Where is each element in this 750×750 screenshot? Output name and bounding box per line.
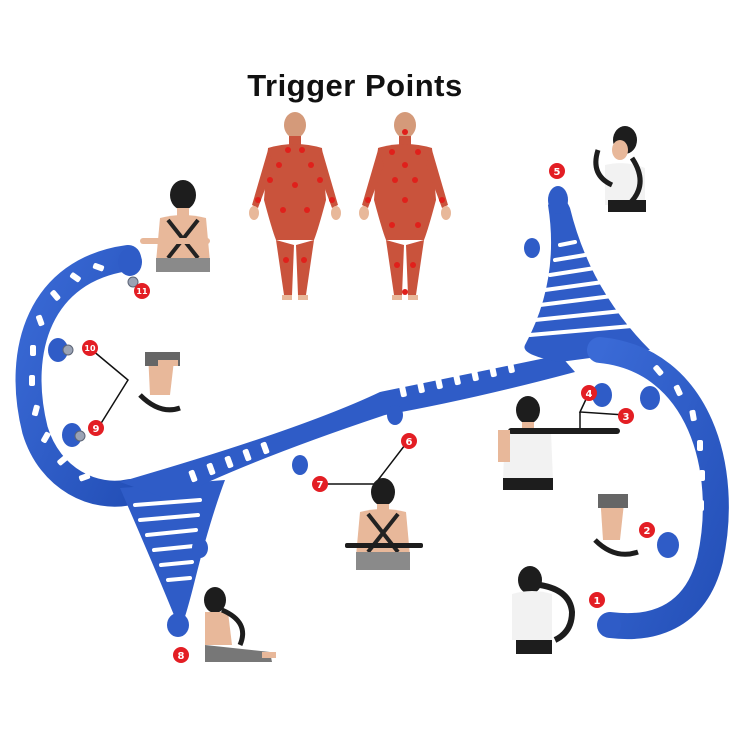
page-title: Trigger Points — [247, 68, 463, 103]
marker-8-label: 8 — [178, 651, 185, 662]
marker-4-label: 4 — [586, 389, 593, 400]
marker-8: 8 — [173, 647, 189, 663]
marker-7-label: 7 — [317, 480, 324, 491]
marker-9-label: 9 — [93, 424, 100, 435]
demo-photo-calf — [593, 494, 639, 557]
demo-photo-trapezius — [512, 566, 576, 654]
marker-2-label: 2 — [644, 526, 651, 537]
marker-6-label: 6 — [406, 437, 413, 448]
marker-11-label: 11 — [136, 287, 148, 296]
marker-6: 6 — [401, 433, 417, 449]
marker-5-label: 5 — [554, 167, 561, 178]
marker-10-label: 10 — [84, 344, 96, 353]
massage-tool — [15, 186, 729, 640]
marker-9: 9 — [88, 420, 104, 436]
marker-10: 10 — [82, 340, 98, 356]
marker-3: 3 — [618, 408, 634, 424]
demo-photo-mid-back — [345, 478, 423, 570]
demo-photo-neck — [498, 396, 620, 490]
point-markers: 1 2 3 4 5 6 7 8 — [82, 163, 655, 663]
demo-photo-seated — [204, 587, 276, 662]
anatomy-back-figure — [359, 112, 451, 300]
marker-5: 5 — [549, 163, 565, 179]
marker-4: 4 — [581, 385, 597, 401]
demo-photo-shoulder — [593, 126, 646, 212]
anatomy-front-figure — [249, 112, 341, 300]
marker-11: 11 — [134, 283, 150, 299]
marker-1: 1 — [589, 592, 605, 608]
marker-3-label: 3 — [623, 412, 630, 423]
demo-photo-hamstring — [138, 352, 181, 413]
marker-7: 7 — [312, 476, 328, 492]
demo-photo-upper-back — [140, 180, 210, 272]
marker-2: 2 — [639, 522, 655, 538]
marker-1-label: 1 — [594, 596, 601, 607]
